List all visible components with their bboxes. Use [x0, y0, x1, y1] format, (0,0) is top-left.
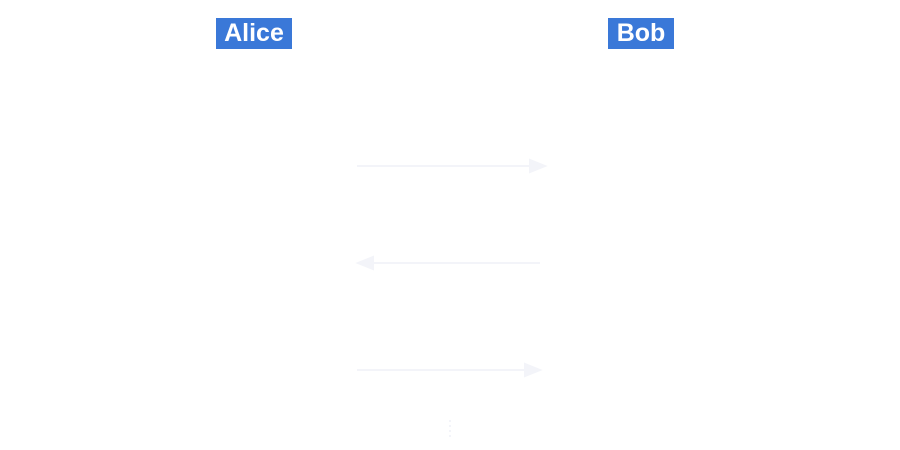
arrowhead-left-icon — [355, 255, 374, 271]
arrowhead-right-icon — [524, 362, 543, 378]
alice-label: Alice — [216, 18, 292, 49]
arrowhead-right-icon — [529, 158, 548, 174]
bob-label: Bob — [608, 18, 674, 49]
